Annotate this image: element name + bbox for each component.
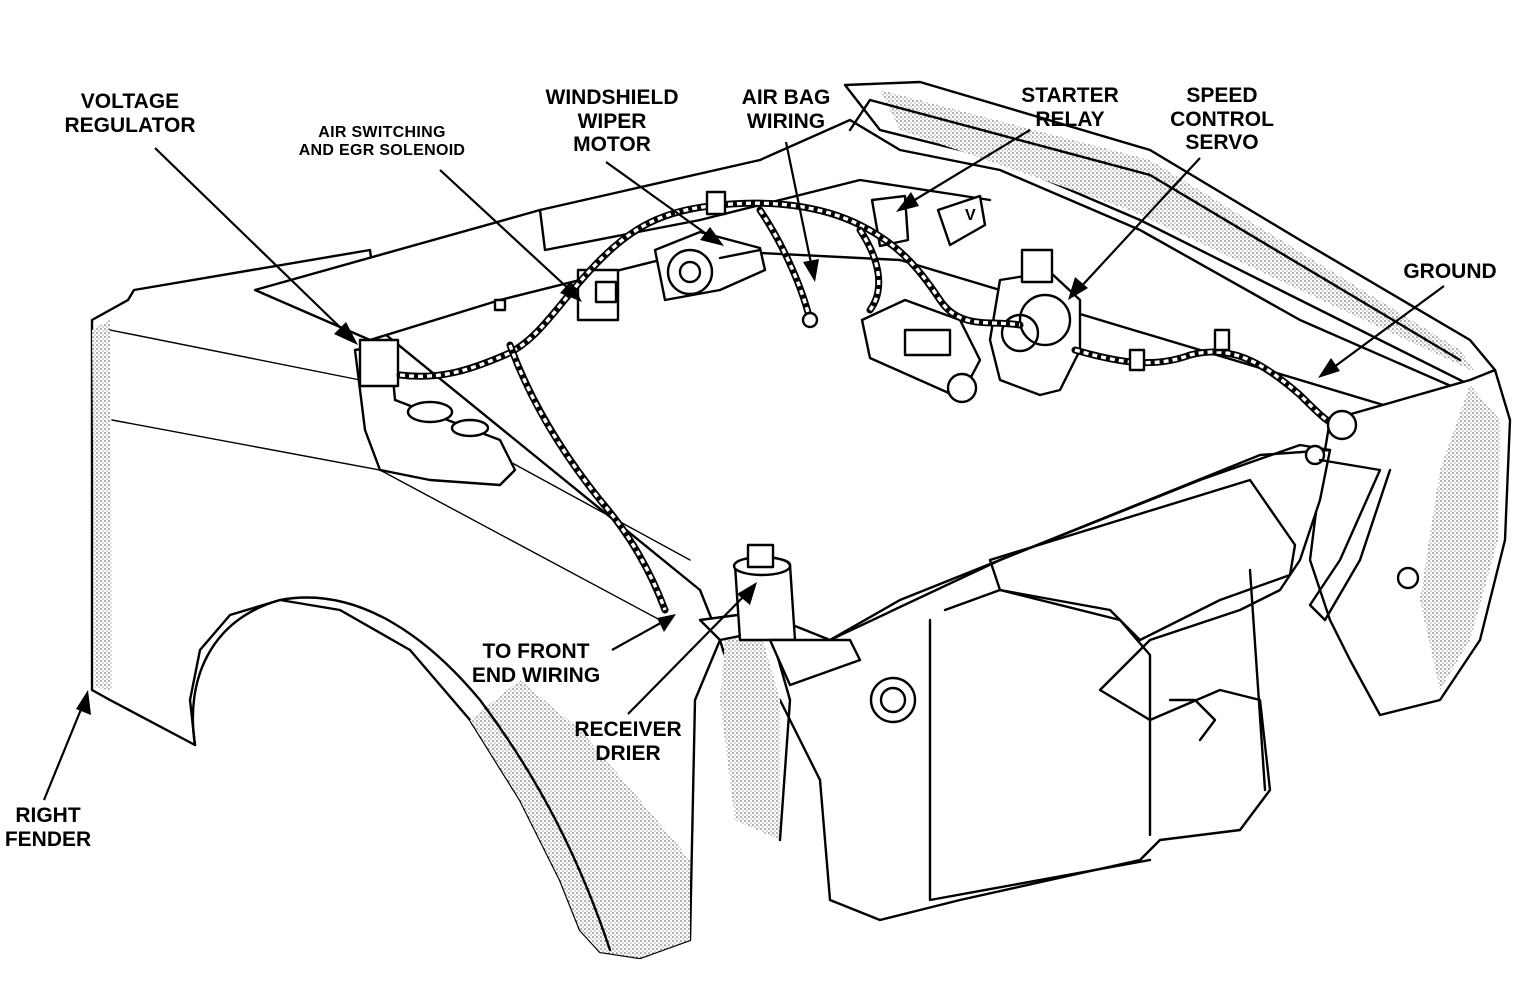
- coolant-reservoir: [353, 338, 517, 487]
- leader-front-end: [611, 619, 667, 651]
- label-wiper-motor: WINDSHIELD WIPER MOTOR: [530, 86, 694, 157]
- leader-right-fender: [42, 701, 86, 801]
- leader-voltage-regulator: [154, 147, 349, 336]
- label-line: REGULATOR: [64, 113, 196, 137]
- label-line: GROUND: [1403, 260, 1497, 283]
- label-line: RECEIVER: [574, 718, 682, 741]
- label-line: RIGHT: [15, 804, 81, 827]
- label-ground: GROUND: [1390, 260, 1510, 284]
- label-air-switching: AIR SWITCHING AND EGR SOLENOID: [284, 124, 480, 160]
- label-right-fender: RIGHT FENDER: [0, 804, 96, 851]
- wiring-harness: [396, 190, 1392, 622]
- label-line: WIRING: [746, 109, 826, 133]
- battery-tray: [860, 298, 982, 404]
- label-line: VOLTAGE: [80, 90, 180, 113]
- arrow-right-fender: [76, 690, 91, 715]
- leader-starter-relay: [907, 129, 1031, 205]
- leader-air-bag: [784, 141, 814, 269]
- hood-edge-panel: [843, 80, 1497, 387]
- label-line: AIR BAG: [741, 86, 831, 109]
- leader-wiper-motor: [605, 161, 713, 239]
- label-line: WINDSHIELD: [545, 86, 679, 109]
- svg-text:V: V: [965, 207, 976, 224]
- speed-control-servo: [988, 248, 1082, 397]
- label-air-bag: AIR BAG WIRING: [728, 86, 844, 133]
- arrow-receiver-drier: [737, 582, 757, 605]
- label-line: TO FRONT: [482, 640, 590, 663]
- radiator-support: [698, 443, 1332, 922]
- arrow-air-bag: [803, 259, 819, 282]
- label-line: AIR SWITCHING: [318, 124, 446, 141]
- leader-speed-control: [1077, 157, 1201, 291]
- arrow-air-switching: [560, 281, 582, 302]
- label-line: END WIRING: [471, 663, 601, 687]
- label-line: WIPER: [577, 109, 647, 133]
- label-line: FENDER: [4, 827, 92, 851]
- left-fender: [1308, 368, 1512, 717]
- arrow-wiper-motor: [700, 227, 724, 246]
- leader-receiver-drier: [627, 591, 749, 715]
- label-speed-control: SPEED CONTROL SERVO: [1160, 84, 1284, 155]
- label-starter-relay: STARTER RELAY: [1010, 84, 1130, 131]
- label-line: AND EGR SOLENOID: [298, 141, 466, 159]
- arrow-ground: [1318, 358, 1340, 378]
- label-line: SERVO: [1185, 131, 1259, 155]
- arrow-front-end: [657, 614, 676, 632]
- label-line: MOTOR: [573, 133, 651, 157]
- label-line: CONTROL: [1170, 107, 1274, 131]
- label-line: STARTER: [1021, 84, 1119, 107]
- arrow-starter-relay: [896, 192, 919, 212]
- receiver-drier: [732, 543, 862, 687]
- label-receiver-drier: RECEIVER DRIER: [560, 718, 696, 765]
- arrow-speed-control: [1068, 277, 1088, 300]
- right-fender: [90, 248, 722, 960]
- wiper-motor: [653, 230, 767, 302]
- leader-ground: [1329, 285, 1445, 371]
- label-line: SPEED: [1186, 84, 1258, 107]
- arrow-voltage-regulator: [334, 322, 358, 345]
- label-line: RELAY: [1035, 107, 1105, 131]
- label-front-end: TO FRONT END WIRING: [456, 640, 616, 687]
- label-line: DRIER: [595, 741, 661, 765]
- label-voltage-regulator: VOLTAGE REGULATOR: [60, 90, 200, 137]
- leader-lines: [42, 129, 1445, 801]
- leader-air-switching: [439, 169, 573, 293]
